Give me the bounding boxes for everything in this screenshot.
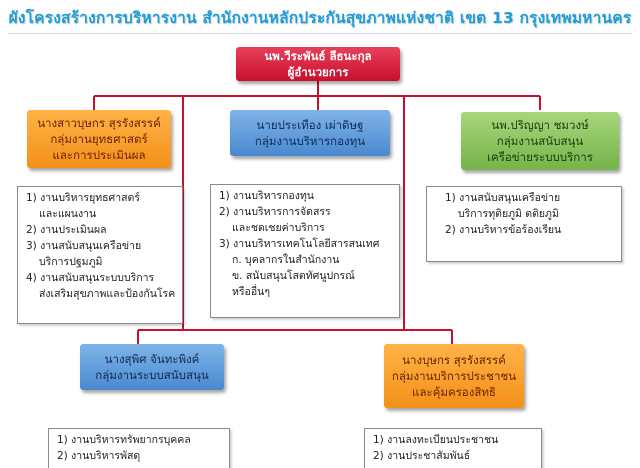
- director-position: ผู้อำนวยการ: [287, 65, 349, 79]
- director-box: นพ.วีระพันธ์ ลีธนะกุล ผู้อำนวยการ: [236, 47, 400, 81]
- chart-title: ผังโครงสร้างการบริหารงาน สำนักงานหลักประ…: [8, 9, 632, 27]
- public-group-title-cont: และคุ้มครองสิทธิ: [412, 385, 496, 399]
- list-item: 2) งานประเมินผล: [26, 224, 107, 236]
- public-head-name: นางบุษกร สุรรังสรรค์: [402, 353, 506, 367]
- list-item: และชดเชยค่าบริการ: [232, 222, 325, 234]
- list-item: 1) งานบริหารยุทธศาสตร์: [26, 192, 140, 204]
- list-item: 1) งานลงทะเบียนประชาชน: [373, 434, 499, 446]
- list-item: 2) งานบริหารพัสดุ: [57, 450, 141, 462]
- public-group-title: กลุ่มงานบริการประชาชน: [391, 369, 517, 383]
- strategy-group-title: กลุ่มงานยุทธศาสตร์: [50, 132, 148, 146]
- support-task-list: 1) งานบริหารทรัพยากรบุคคล 2) งานบริหารพั…: [48, 428, 230, 468]
- fund-group-box: นายประเทือง เผ่าดิษฐ กลุ่มงานบริหารกองทุ…: [230, 110, 390, 156]
- fund-task-list: 1) งานบริหารกองทุน 2) งานบริหารการจัดสรร…: [210, 184, 400, 318]
- public-group-box: นางบุษกร สุรรังสรรค์ กลุ่มงานบริการประชา…: [384, 344, 524, 408]
- public-task-list: 1) งานลงทะเบียนประชาชน 2) งานประชาสัมพัน…: [364, 428, 542, 468]
- list-item: 2) งานบริหารข้อร้องเรียน: [445, 224, 562, 236]
- support-group-title: กลุ่มงานระบบสนับสนุน: [95, 368, 209, 382]
- strategy-task-list: 1) งานบริหารยุทธศาสตร์ และแผนงาน 2) งานป…: [17, 186, 183, 324]
- strategy-group-box: นางสาวบุษกร สุรรังสรรค์ กลุ่มงานยุทธศาสต…: [27, 110, 171, 168]
- support-head-name: นางสุพิศ จันทะพิงค์: [104, 352, 200, 366]
- list-item: 2) งานบริหารการจัดสรร: [219, 206, 331, 218]
- network-group-title: กลุ่มงานสนับสนุน: [496, 134, 584, 148]
- list-item: 4) งานสนับสนุนระบบบริการ: [26, 272, 155, 284]
- list-item: และแผนงาน: [39, 208, 97, 220]
- network-task-list: 1) งานสนับสนุนเครือข่าย บริการทุติยภูมิ …: [426, 186, 622, 262]
- list-item: 3) งานสนับสนุนเครือข่าย: [26, 240, 142, 252]
- list-item: ก. บุคลากรในสำนักงาน: [232, 254, 340, 266]
- network-group-title-cont: เครือข่ายระบบบริการ: [487, 150, 593, 164]
- network-head-name: นพ.ปริญญา ชมวงษ์: [491, 118, 589, 132]
- title-divider: [8, 33, 632, 34]
- list-item: 2) งานประชาสัมพันธ์: [373, 450, 471, 462]
- fund-head-name: นายประเทือง เผ่าดิษฐ: [256, 118, 364, 132]
- list-item: 1) งานบริหารกองทุน: [219, 190, 314, 202]
- network-group-box: นพ.ปริญญา ชมวงษ์ กลุ่มงานสนับสนุน เครือข…: [461, 112, 619, 170]
- list-item: 3) งานบริหารเทคโนโลยีสารสนเทศ: [219, 238, 380, 250]
- list-item: 1) งานบริหารทรัพยากรบุคคล: [57, 434, 191, 446]
- list-item: ข. สนับสนุนโสตทัศนูปกรณ์: [232, 270, 355, 282]
- list-item: บริการปฐมภูมิ: [39, 256, 103, 268]
- director-name: นพ.วีระพันธ์ ลีธนะกุล: [264, 49, 372, 63]
- fund-group-title: กลุ่มงานบริหารกองทุน: [254, 134, 366, 148]
- list-item: 1) งานสนับสนุนเครือข่าย: [445, 192, 561, 204]
- strategy-head-name: นางสาวบุษกร สุรรังสรรค์: [37, 116, 161, 130]
- list-item: ส่งเสริมสุขภาพและป้องกันโรค: [39, 288, 176, 300]
- strategy-group-title-cont: และการประเมินผล: [52, 148, 146, 162]
- list-item: บริการทุติยภูมิ ตติยภูมิ: [458, 208, 559, 220]
- list-item: หรืออื่นๆ: [232, 286, 270, 298]
- support-group-box: นางสุพิศ จันทะพิงค์ กลุ่มงานระบบสนับสนุน: [80, 344, 224, 390]
